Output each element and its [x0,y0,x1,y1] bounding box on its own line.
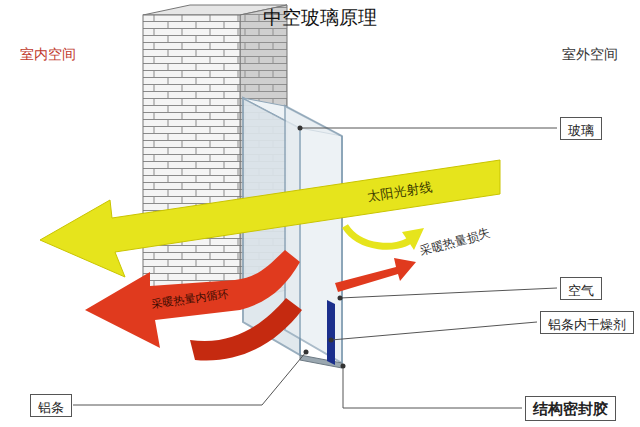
leader-dots [298,126,346,369]
callout-label: 铝条 [38,400,64,416]
callout-box: 铝条内干燥剂 [540,311,634,334]
callout-label: 结构密封胶 [533,400,608,419]
heat-circulation-arrow [85,250,302,361]
callout-box: 空气 [560,277,602,300]
heat-loss-arrow [335,258,416,292]
callout-label: 玻璃 [568,123,594,139]
callout-box: 玻璃 [560,117,602,140]
leader-lines [73,128,557,408]
diagram-title: 中空玻璃原理 [263,6,377,29]
callout-box: 结构密封胶 [525,396,616,421]
indoor-label: 室内空间 [20,46,76,63]
outdoor-label: 室外空间 [562,46,618,63]
sunlight-arrow [40,160,500,277]
callout-label: 空气 [568,283,594,299]
callout-label: 铝条内干燥剂 [548,317,626,333]
arrow-label: 采暖热量损失 [418,226,491,259]
callout-box: 铝条 [30,394,72,417]
